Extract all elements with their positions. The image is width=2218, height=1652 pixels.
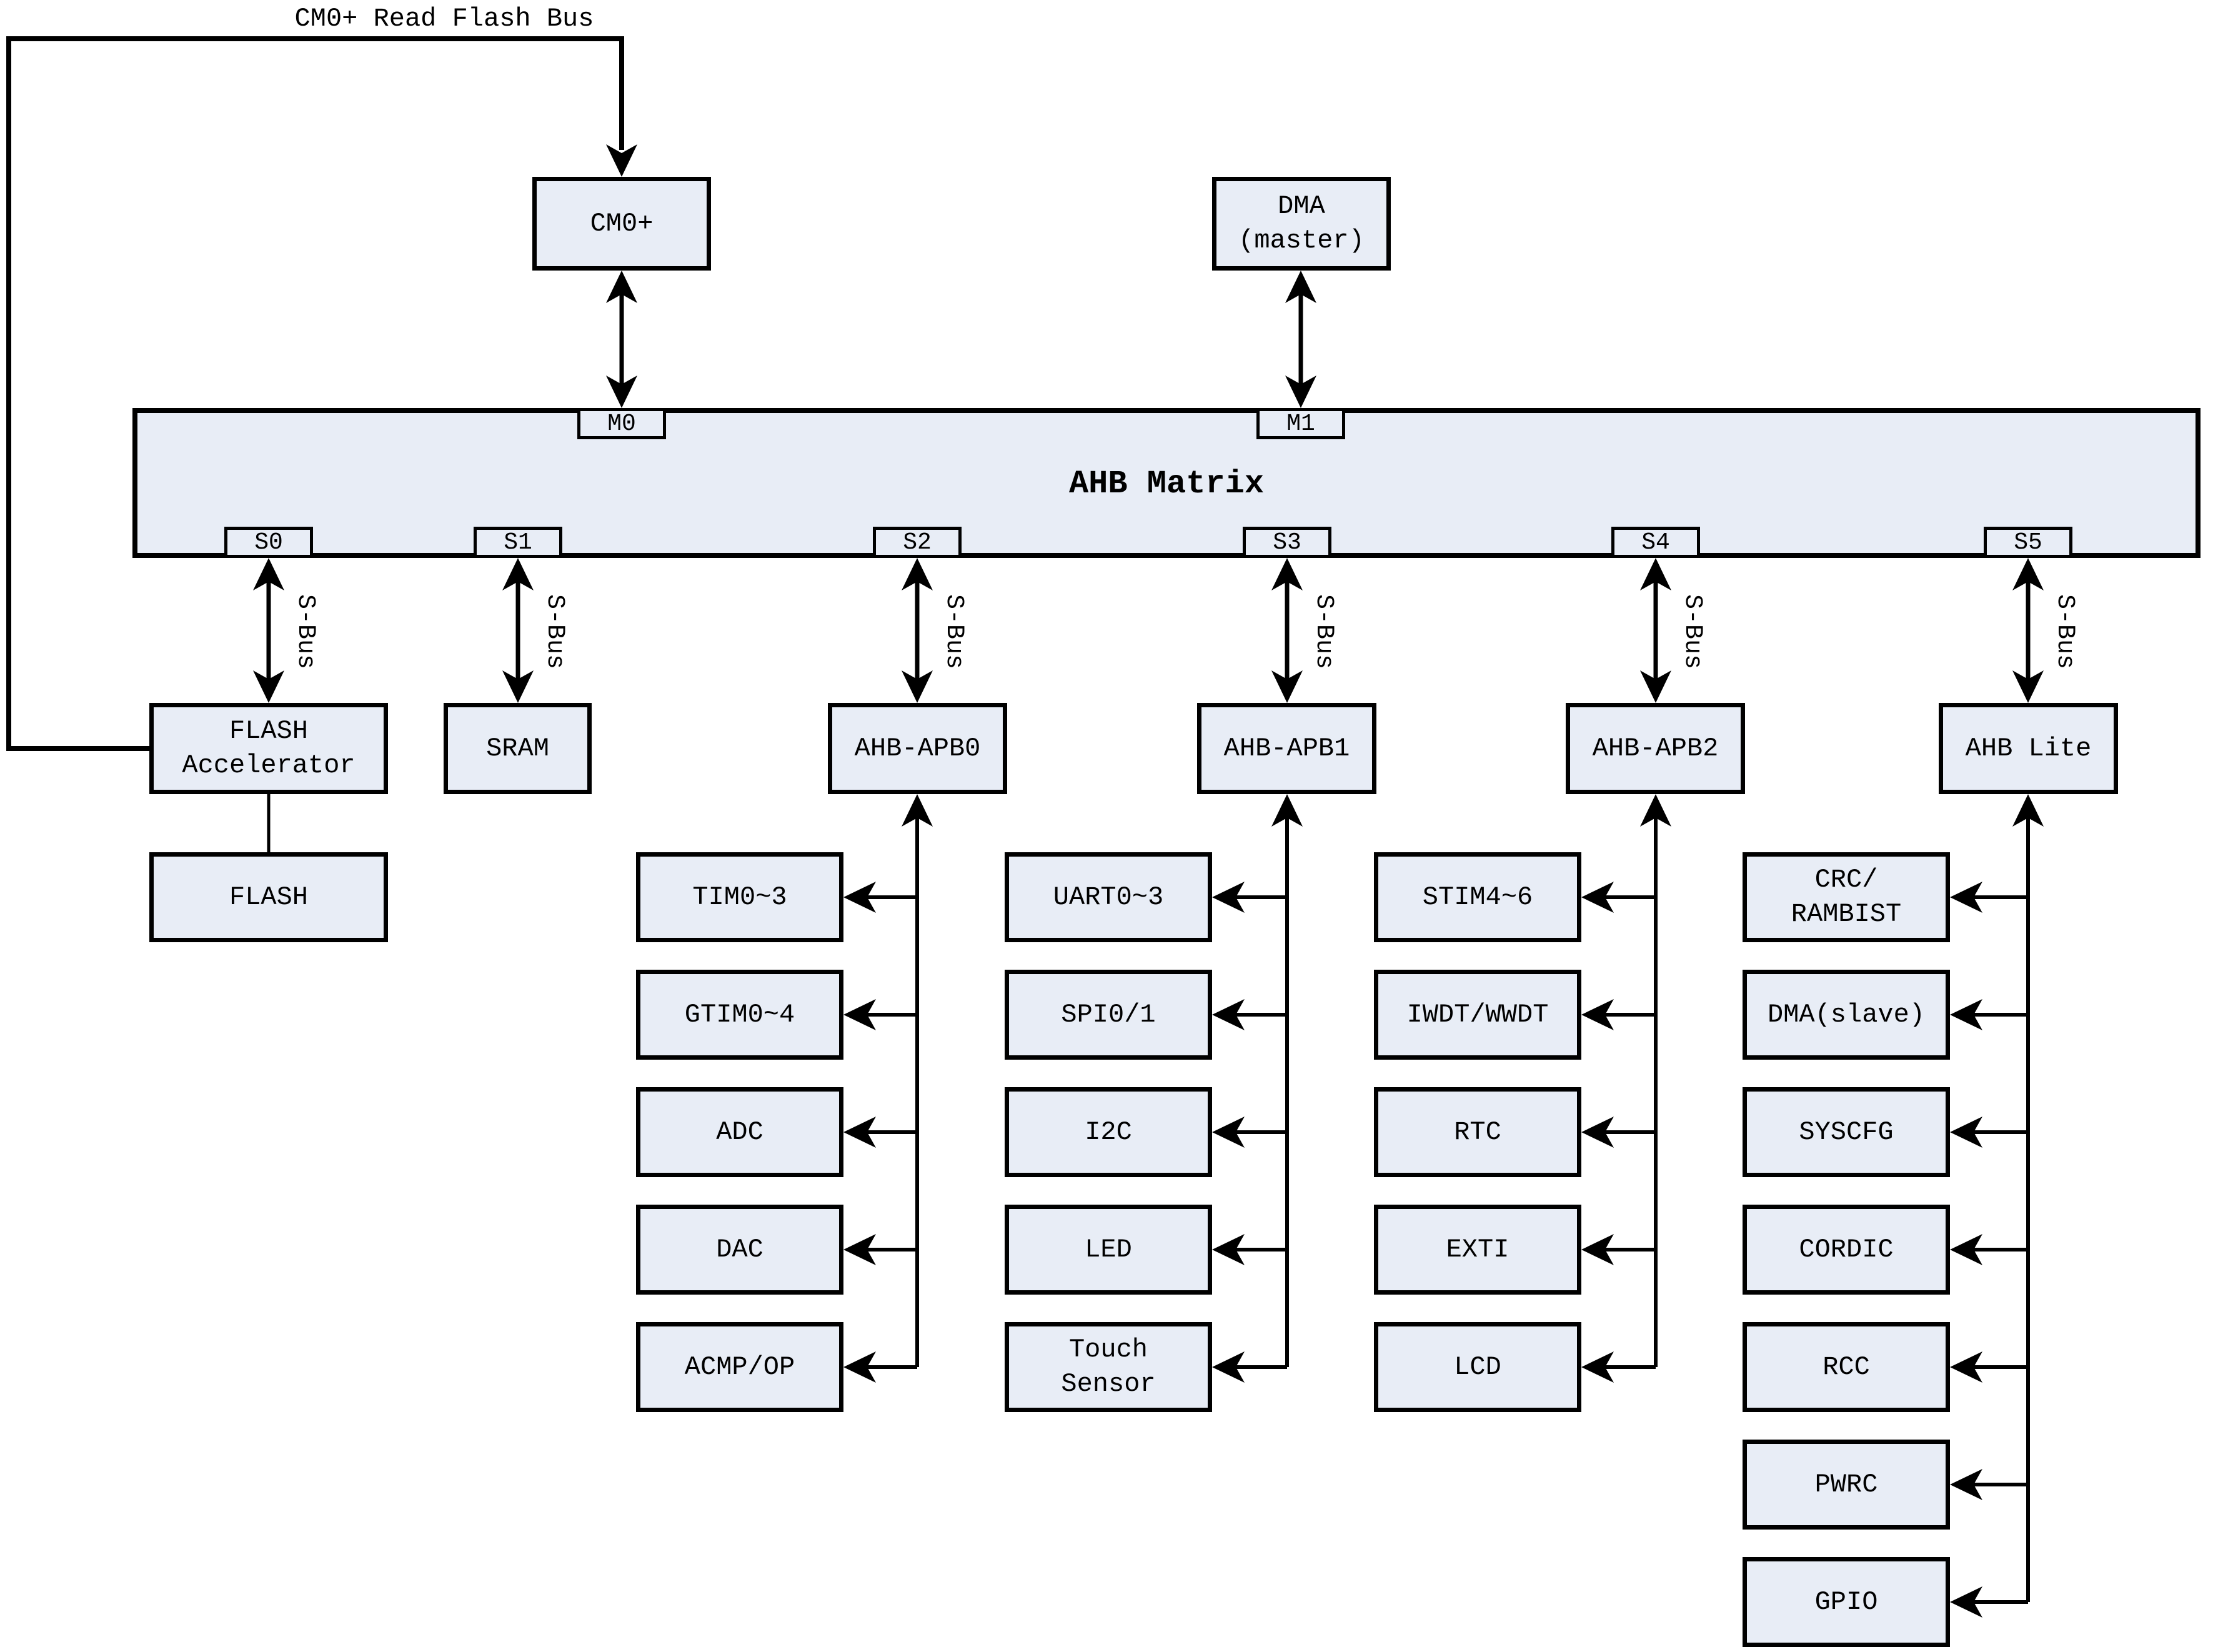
matrix-port-m1: M1 — [1256, 408, 1345, 439]
s-bus-label-s5: S-Bus — [2051, 594, 2079, 670]
dma-master-box: DMA (master) — [1212, 177, 1391, 271]
peripheral-box-cordic: CORDIC — [1743, 1205, 1950, 1295]
s-bus-arrow-s4 — [1640, 558, 1671, 703]
peripheral-box-iwdt-wwdt: IWDT/WWDT — [1374, 970, 1581, 1060]
ahb-apb1-box: AHB-APB1 — [1197, 703, 1376, 794]
flash-bus-label: CM0+ Read Flash Bus — [294, 4, 594, 34]
peripheral-box-pwrc: PWRC — [1743, 1440, 1950, 1530]
s-bus-arrow-s0 — [253, 558, 284, 703]
s-bus-arrow-s2 — [902, 558, 933, 703]
s-bus-arrow-s1 — [502, 558, 534, 703]
peripheral-box-dma-slave: DMA(slave) — [1743, 970, 1950, 1060]
peripheral-box-dac: DAC — [636, 1205, 843, 1295]
matrix-port-s2: S2 — [873, 527, 962, 558]
matrix-port-s5: S5 — [1984, 527, 2072, 558]
peripheral-box-rcc: RCC — [1743, 1322, 1950, 1412]
s-bus-arrow-s3 — [1271, 558, 1303, 703]
peripheral-box-acmp-op: ACMP/OP — [636, 1322, 843, 1412]
apb0-trunk — [843, 794, 933, 1383]
peripheral-box-syscfg: SYSCFG — [1743, 1087, 1950, 1177]
matrix-port-m0: M0 — [577, 408, 666, 439]
s-bus-label-s1: S-Bus — [540, 594, 569, 670]
cm0-m0-arrow — [606, 271, 637, 408]
peripheral-box-uart: UART0~3 — [1005, 852, 1212, 942]
peripheral-box-gtim: GTIM0~4 — [636, 970, 843, 1060]
peripheral-box-touch-sensor: Touch Sensor — [1005, 1322, 1212, 1412]
flash-box: FLASH — [149, 852, 388, 942]
dma-m1-arrow — [1285, 271, 1316, 408]
apb1-trunk — [1212, 794, 1303, 1383]
matrix-port-s1: S1 — [474, 527, 562, 558]
ahb-lite-box: AHB Lite — [1939, 703, 2118, 794]
peripheral-box-gpio: GPIO — [1743, 1557, 1950, 1647]
matrix-port-s0: S0 — [224, 527, 313, 558]
peripheral-box-rtc: RTC — [1374, 1087, 1581, 1177]
peripheral-box-tim: TIM0~3 — [636, 852, 843, 942]
sram-box: SRAM — [444, 703, 592, 794]
peripheral-box-crc-rambist: CRC/ RAMBIST — [1743, 852, 1950, 942]
matrix-port-s4: S4 — [1611, 527, 1700, 558]
flash-accelerator-box: FLASH Accelerator — [149, 703, 388, 794]
peripheral-box-spi: SPI0/1 — [1005, 970, 1212, 1060]
peripheral-box-lcd: LCD — [1374, 1322, 1581, 1412]
ahb-apb0-box: AHB-APB0 — [828, 703, 1007, 794]
peripheral-box-stim: STIM4~6 — [1374, 852, 1581, 942]
ahb-matrix-title: AHB Matrix — [1068, 465, 1265, 502]
peripheral-box-exti: EXTI — [1374, 1205, 1581, 1295]
s-bus-label-s4: S-Bus — [1678, 594, 1706, 670]
s-bus-label-s3: S-Bus — [1310, 594, 1338, 670]
s-bus-label-s0: S-Bus — [291, 594, 319, 670]
apb2-trunk — [1581, 794, 1671, 1383]
peripheral-box-i2c: I2C — [1005, 1087, 1212, 1177]
s-bus-label-s2: S-Bus — [940, 594, 968, 670]
flash-bus-route — [6, 36, 637, 751]
ahb-lite-trunk — [1950, 794, 2044, 1618]
peripheral-box-adc: ADC — [636, 1087, 843, 1177]
cm0-core-box: CM0+ — [532, 177, 711, 271]
peripheral-box-led: LED — [1005, 1205, 1212, 1295]
ahb-apb2-box: AHB-APB2 — [1566, 703, 1745, 794]
matrix-port-s3: S3 — [1243, 527, 1331, 558]
s-bus-arrow-s5 — [2012, 558, 2044, 703]
